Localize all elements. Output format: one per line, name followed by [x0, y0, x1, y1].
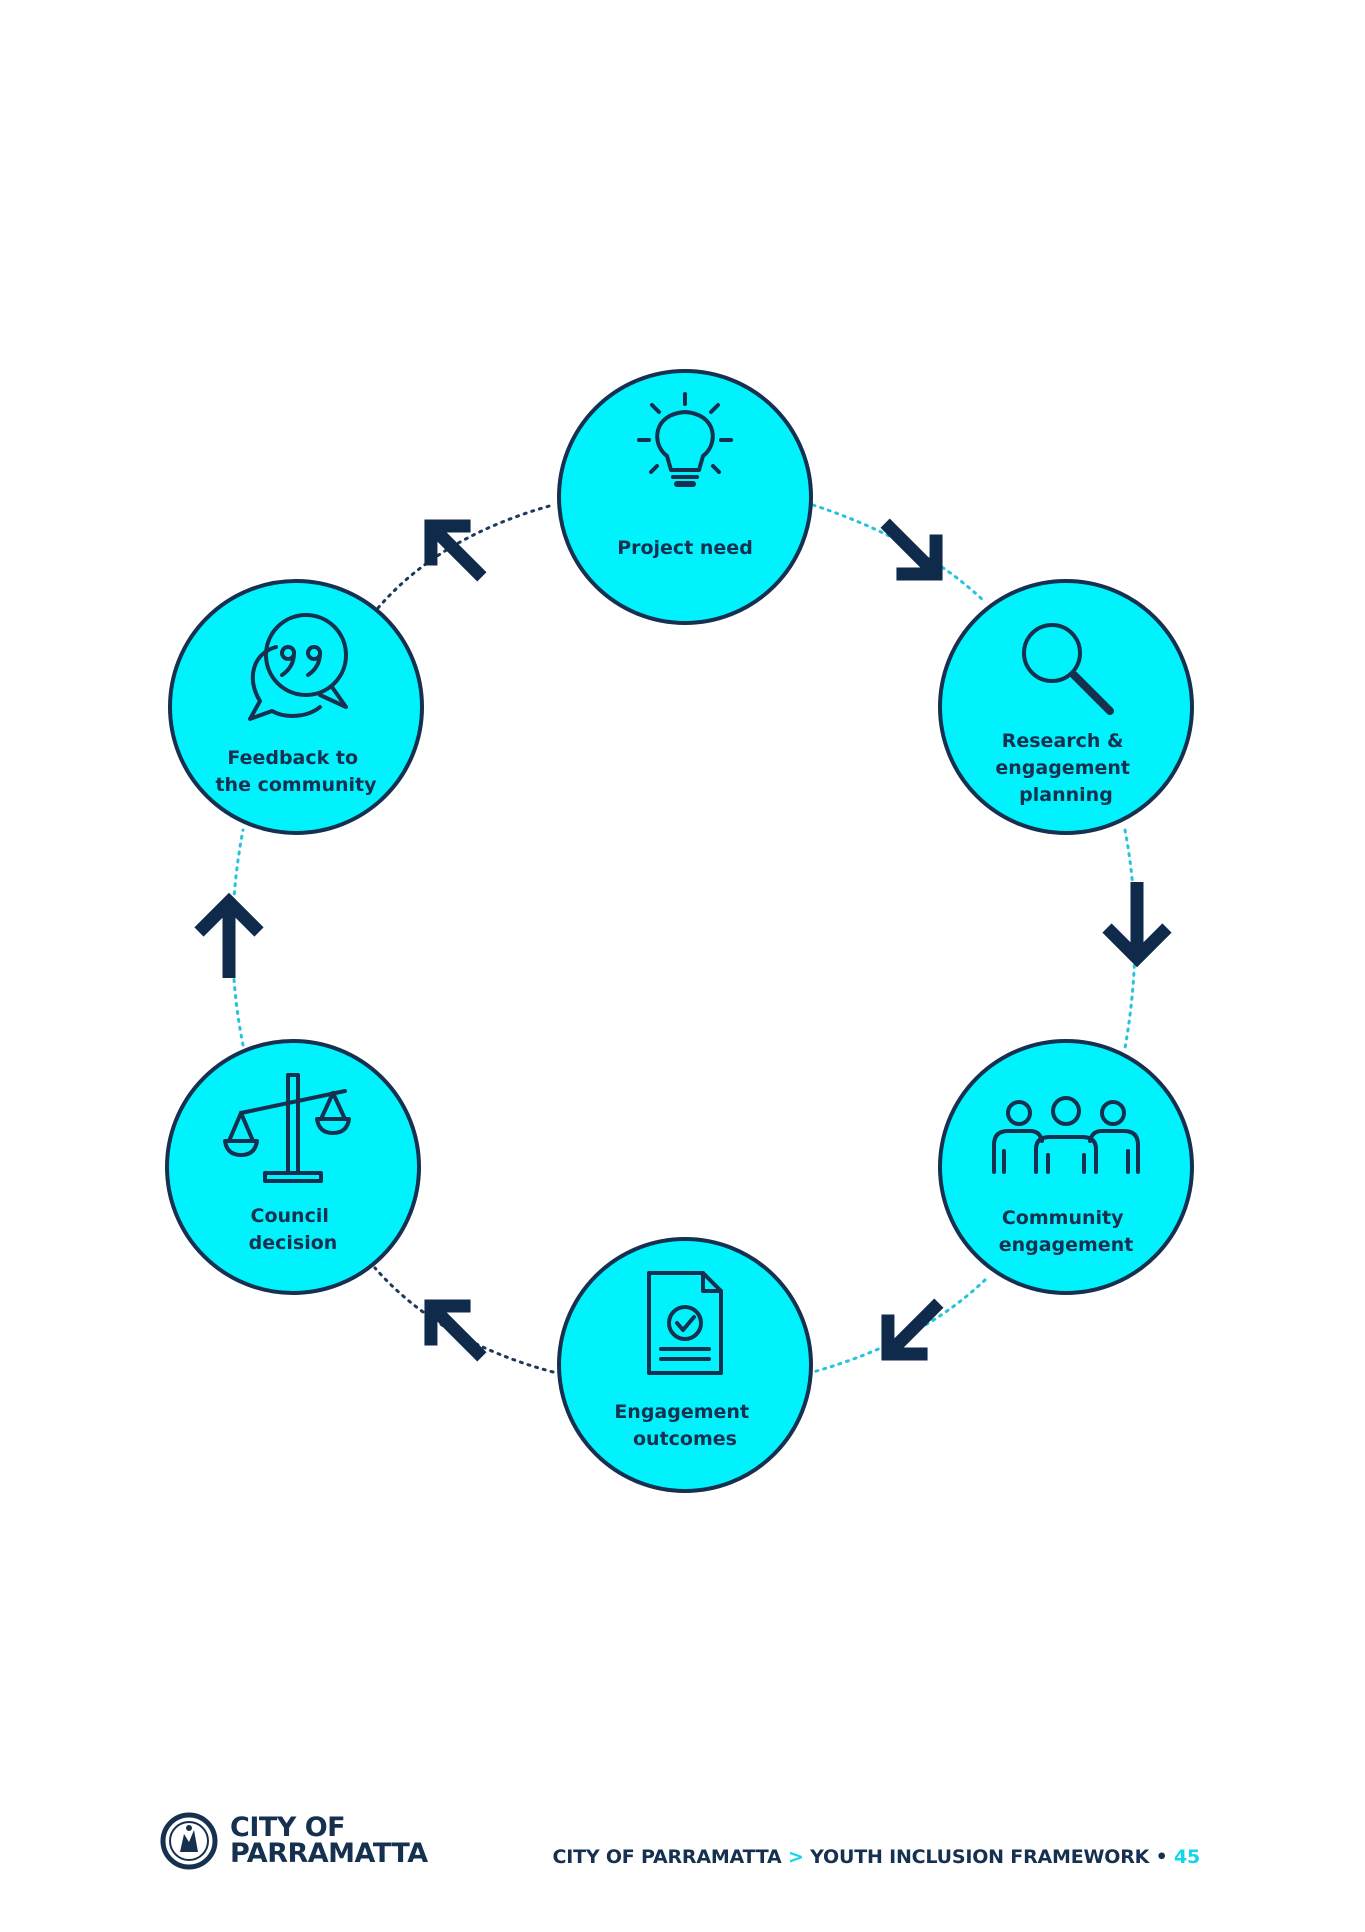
connector-project-to-research [811, 503, 987, 604]
arrow-down-right [880, 518, 943, 581]
scales-icon [223, 1073, 351, 1183]
svg-text:Engagement outcomes: Engagement outcomes [614, 1401, 755, 1450]
arrow-down-left [881, 1298, 944, 1361]
arrow-up-right [424, 519, 487, 582]
people-icon [992, 1096, 1140, 1174]
node-council-decision [165, 1039, 421, 1295]
node-label-council-line1: Council [251, 1205, 329, 1227]
arrow-down [1102, 882, 1172, 968]
footer-caption-document: YOUTH INCLUSION FRAMEWORK [810, 1846, 1150, 1868]
parramatta-seal-icon [160, 1812, 218, 1870]
arrow-up [194, 892, 264, 978]
node-label-outcomes-line2: outcomes [633, 1428, 737, 1450]
node-project-need [557, 369, 813, 625]
node-label-council-line2: decision [249, 1232, 338, 1254]
node-engagement-outcomes [557, 1237, 813, 1493]
footer-caption: CITY OF PARRAMATTA > YOUTH INCLUSION FRA… [553, 1846, 1201, 1868]
connector-community-to-outcomes [811, 1278, 987, 1374]
connector-research-to-community [1123, 828, 1137, 1050]
svg-text:Feedback to the community: Feedback to the community [215, 747, 377, 796]
logo-text-line1: CITY OF [230, 1812, 346, 1843]
node-label-community-line1: Community [1002, 1207, 1124, 1229]
node-label-community-line2: engagement [999, 1234, 1134, 1256]
node-label-project-need: Project need [617, 537, 753, 559]
svg-text:Research & engagement: Research & engagement planning [995, 730, 1136, 806]
footer-caption-bullet: • [1155, 1846, 1168, 1868]
node-label-research-line3: planning [1019, 784, 1113, 806]
footer-caption-org: CITY OF PARRAMATTA [552, 1846, 782, 1868]
node-feedback [168, 579, 424, 835]
logo-text-line2: PARRAMATTA [230, 1838, 428, 1869]
city-of-parramatta-logo: CITY OF PARRAMATTA [160, 1812, 428, 1870]
page-number: 45 [1173, 1846, 1200, 1868]
document-check-icon [647, 1271, 723, 1375]
node-label-research-line1: Research & [1002, 730, 1124, 752]
speech-bubbles-icon [248, 613, 348, 721]
node-label-research-line2: engagement [995, 757, 1130, 779]
connector-outcomes-to-council [373, 1266, 555, 1374]
svg-text:Community engagement: Community engagement [999, 1207, 1134, 1256]
node-label-feedback-line1: Feedback to [227, 747, 358, 769]
footer-caption-separator: > [788, 1846, 804, 1868]
magnifier-icon [1022, 623, 1114, 715]
node-label-feedback-line2: the community [215, 774, 377, 796]
svg-text:Project need: Project need [617, 537, 753, 559]
node-research [938, 579, 1194, 835]
node-label-outcomes-line1: Engagement [614, 1401, 749, 1423]
lightbulb-icon [637, 392, 733, 487]
svg-text:Council decision: Council decision [249, 1205, 338, 1254]
node-community-engagement [938, 1039, 1194, 1295]
arrow-up-left [424, 1299, 487, 1362]
